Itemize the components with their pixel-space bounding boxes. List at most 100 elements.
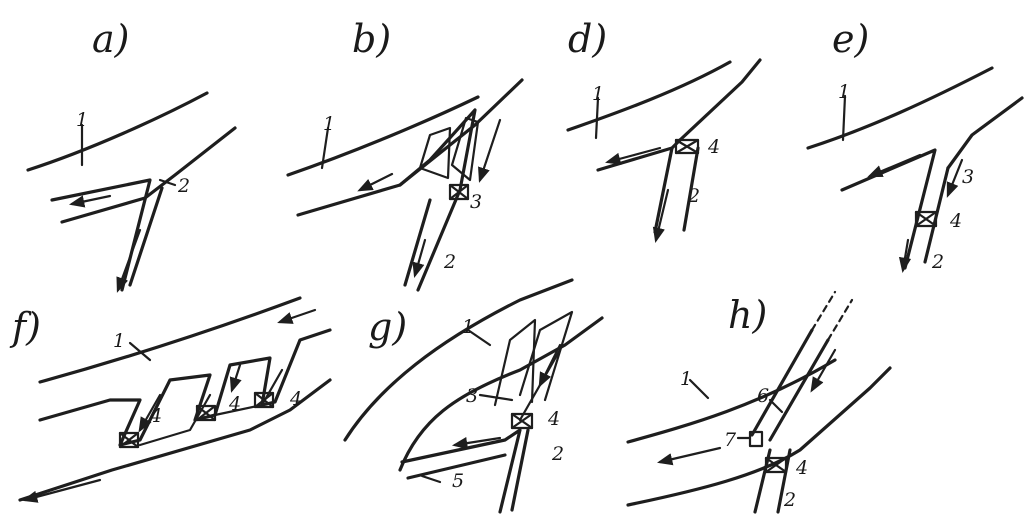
panel-h-label: h) [728, 293, 767, 337]
panel-g: g) 1 3 4 2 5 [343, 278, 604, 514]
air-flow-arrow [478, 118, 502, 183]
panel-a: a) 1 2 [26, 17, 237, 293]
callout-1: 1 [680, 368, 692, 390]
callout-1-leader [320, 126, 330, 170]
callout-3: 3 [962, 166, 974, 188]
air-flow-arrow [605, 146, 662, 165]
air-flow-arrow [357, 172, 394, 192]
panel-e-label: e) [832, 17, 869, 61]
callout-2: 2 [443, 251, 456, 273]
roadway-upper-line [566, 60, 732, 132]
air-flow-arrow [652, 188, 670, 243]
ventilation-door [764, 456, 788, 474]
air-flow-arrow [22, 478, 102, 503]
panel-d: d) 1 4 2 [566, 17, 762, 243]
roadway-branch-line [60, 126, 237, 224]
callout-7: 7 [724, 429, 737, 451]
air-flow-arrow [68, 194, 112, 208]
roadway-arc-line [398, 316, 604, 472]
callout-1: 1 [838, 81, 850, 103]
roadway-lower-line [296, 78, 524, 217]
panel-b-label: b) [352, 17, 391, 61]
callout-6: 6 [757, 385, 769, 407]
callout-4: 4 [289, 388, 302, 410]
ventilation-door [448, 183, 470, 201]
callout-2: 2 [687, 185, 700, 207]
callout-5: 5 [452, 470, 464, 492]
ventilation-door [253, 391, 275, 409]
branch-inner-line [128, 186, 164, 287]
callout-4: 4 [707, 136, 720, 158]
panel-h: h) 1 6 7 4 2 [626, 290, 892, 514]
callout-2: 2 [931, 251, 944, 273]
roadway-upper-line [343, 278, 574, 442]
roadway-branch-line [946, 96, 1024, 170]
callout-1-leader [841, 94, 847, 142]
roadway-branch-line [678, 58, 762, 142]
overcast-line [768, 338, 830, 442]
callout-1-leader [128, 341, 152, 362]
callout-1: 1 [592, 83, 604, 105]
callout-4: 4 [228, 393, 241, 415]
callout-1: 1 [462, 316, 474, 338]
air-flow-arrow [867, 153, 922, 178]
panel-b: b) 1 3 2 [286, 17, 524, 292]
branch-inner-line [403, 198, 432, 287]
callout-3: 3 [466, 385, 478, 407]
roadway-upper-line [286, 95, 480, 177]
air-flow-arrow [810, 348, 837, 393]
branch-inner-line [406, 428, 530, 512]
overcast-line [750, 328, 814, 437]
callout-4: 4 [795, 457, 808, 479]
panel-g-label: g) [368, 305, 407, 349]
air-flow-arrow [657, 446, 722, 466]
callout-2: 2 [177, 175, 190, 197]
air-flow-arrow [277, 308, 317, 324]
branch-line [653, 146, 674, 234]
air-crossing-outline [518, 310, 574, 402]
callout-4: 4 [547, 408, 560, 430]
overcast-dashed-line [810, 290, 854, 342]
air-crossing-outline [450, 116, 480, 182]
air-flow-arrow [451, 436, 502, 450]
air-flow-arrow [138, 393, 162, 433]
callout-1-leader [466, 328, 492, 347]
ventilation-door [914, 210, 938, 228]
callout-1: 1 [113, 330, 125, 352]
roadway-lower-line [18, 378, 332, 502]
air-flow-arrow [229, 363, 242, 393]
panel-e: e) 1 3 4 2 [806, 17, 1024, 274]
air-flow-arrow [412, 238, 427, 278]
ventilation-door [674, 138, 700, 155]
ventilation-door [510, 412, 534, 430]
callout-6-leader [768, 398, 784, 414]
panel-a-label: a) [92, 17, 129, 61]
callout-1: 1 [323, 113, 335, 135]
air-crossing-outline [418, 126, 452, 180]
callout-3: 3 [470, 191, 482, 213]
air-flow-arrow [116, 228, 142, 293]
callout-4: 4 [149, 405, 162, 427]
roadway-lower-line [626, 366, 892, 507]
air-flow-arrow [946, 158, 964, 198]
air-flow-arrow [538, 343, 562, 388]
callout-3-leader [478, 393, 514, 402]
callout-2: 2 [551, 443, 564, 465]
roadway-lower-line [400, 428, 522, 514]
roadway-upper-line [38, 296, 302, 384]
air-flow-arrow [898, 238, 912, 274]
panel-f: f) 1 4 4 4 [9, 296, 332, 503]
callout-2-leader [158, 178, 177, 187]
branch-inner-line [682, 146, 700, 232]
ventilation-door [118, 431, 140, 449]
callout-5-leader [420, 474, 442, 484]
callout-1-leader [594, 96, 600, 140]
roadway-upper-line [806, 66, 994, 150]
roadway-zigzag-line [38, 328, 332, 447]
ventilation-door [195, 404, 217, 422]
air-crossing-outline [493, 318, 537, 407]
panel-f-label: f) [9, 305, 41, 349]
callout-1: 1 [76, 109, 88, 131]
callout-2: 2 [783, 489, 796, 511]
